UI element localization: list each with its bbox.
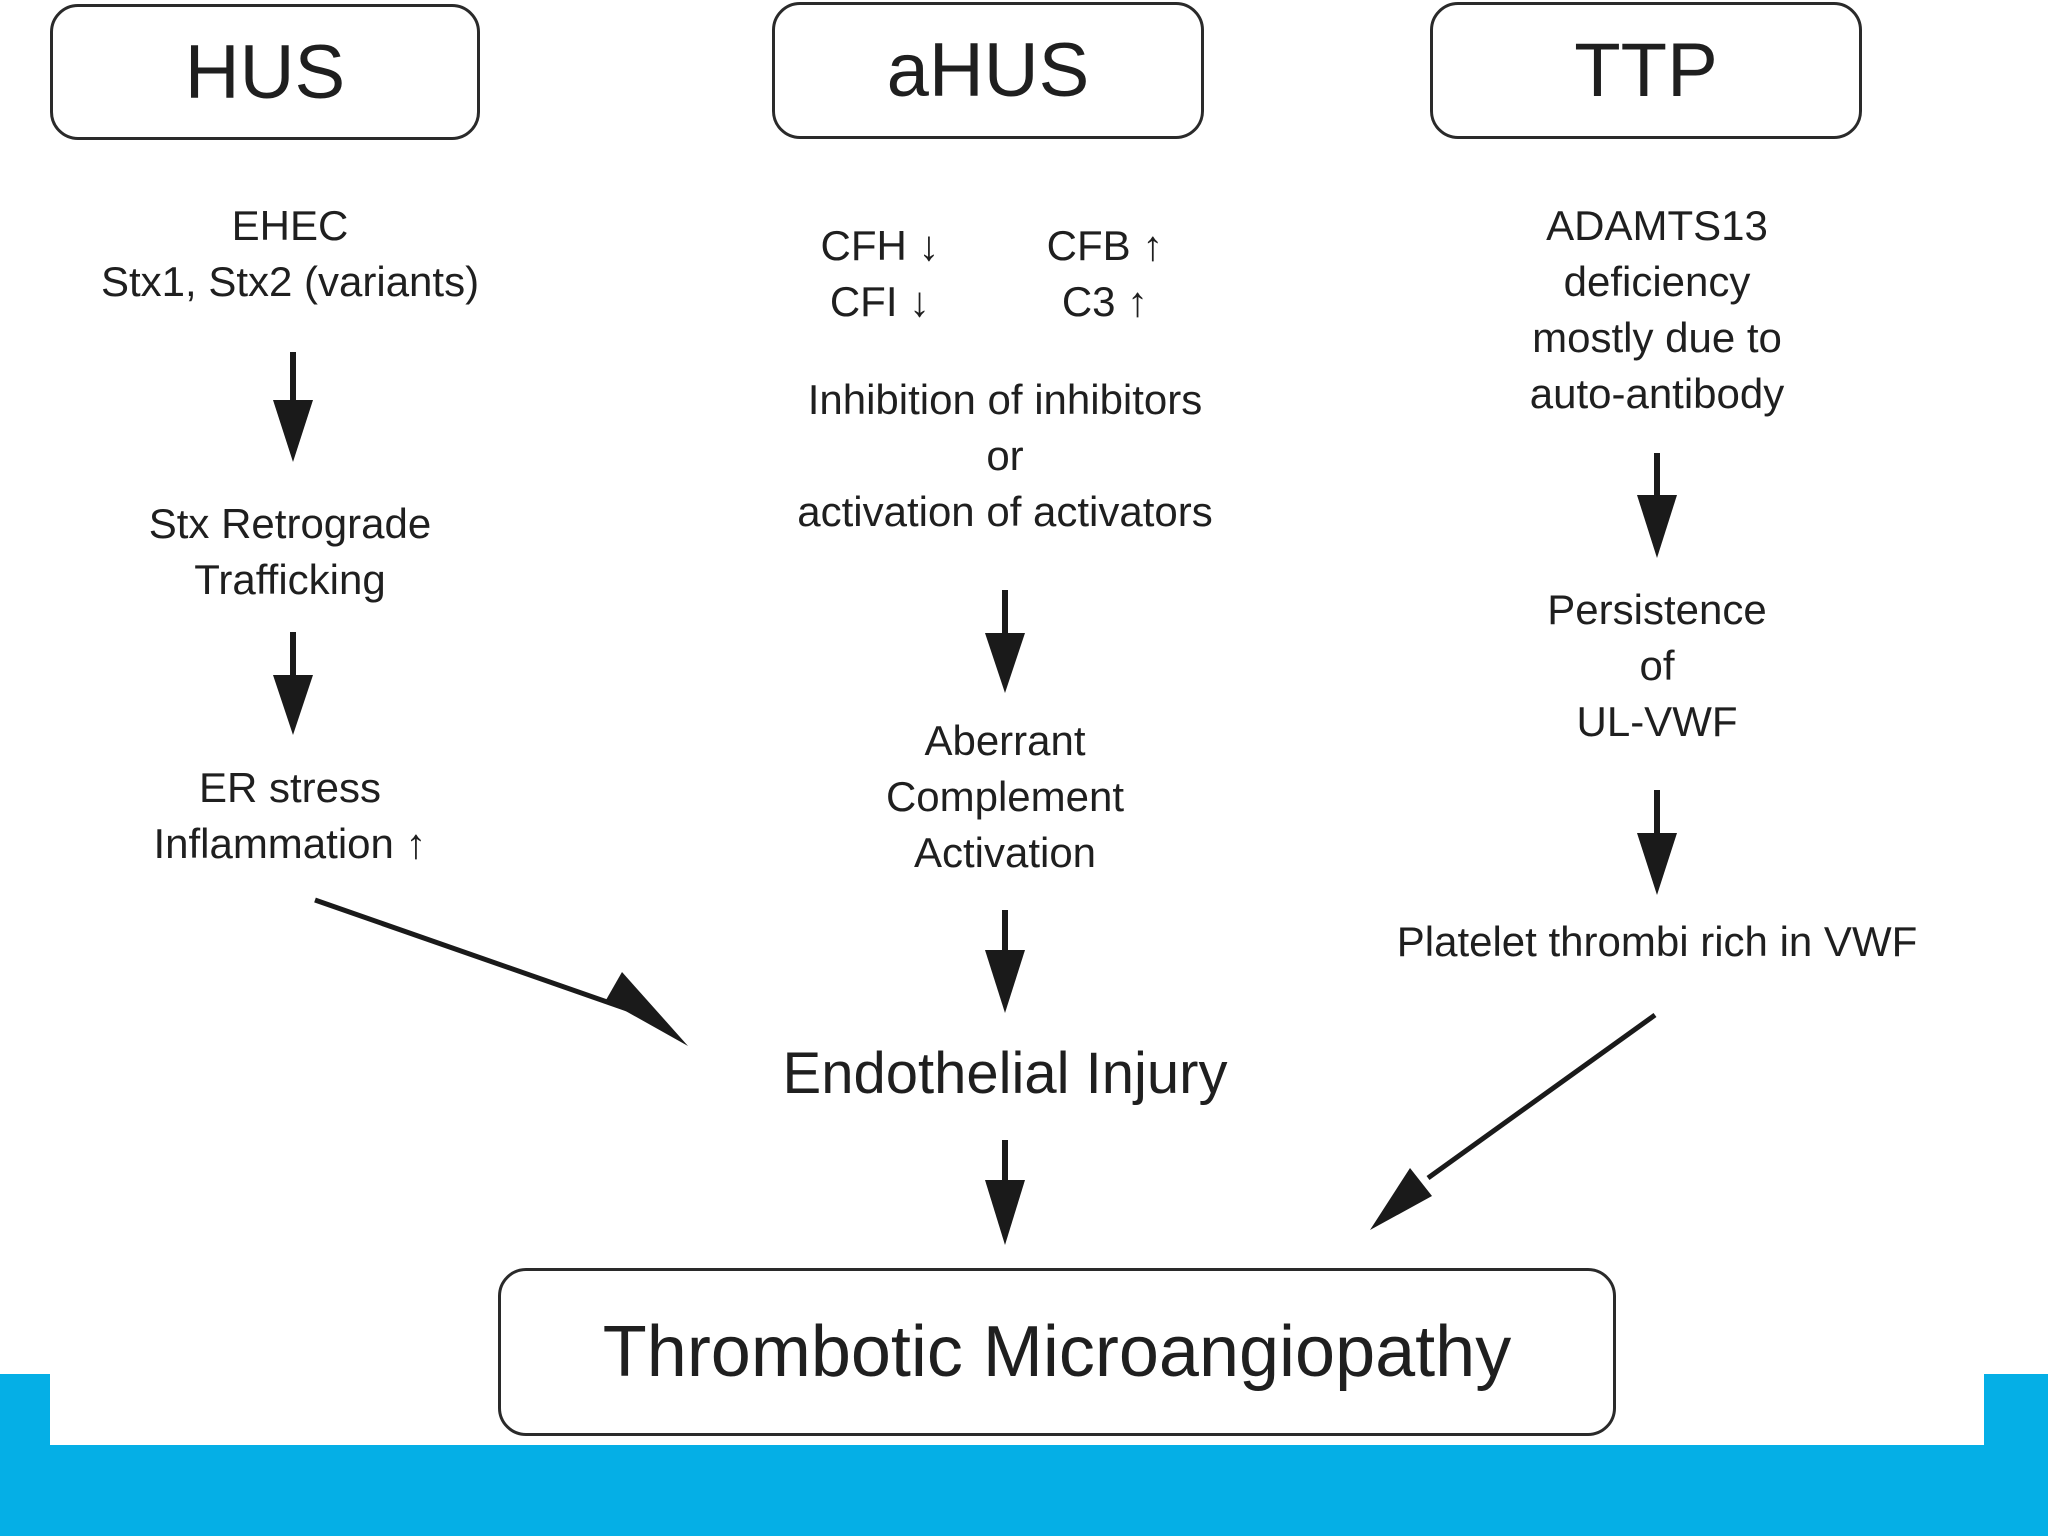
ttp-cause: ADAMTS13 deficiency mostly due to auto-a… bbox=[1407, 198, 1907, 422]
accent-band-right bbox=[1984, 1374, 2048, 1454]
arrow-hus-1 bbox=[273, 352, 313, 462]
ahus-mechanism-line-3: activation of activators bbox=[797, 488, 1213, 535]
arrow-ahus-1 bbox=[985, 590, 1025, 693]
hus-step-er-stress: ER stress Inflammation ↑ bbox=[40, 760, 540, 872]
ahus-factor-cfh: CFH ↓ bbox=[820, 222, 940, 269]
arrow-injury-to-tma bbox=[985, 1140, 1025, 1245]
thrombotic-microangiopathy-box: Thrombotic Microangiopathy bbox=[498, 1268, 1616, 1436]
ahus-step1-line-3: Activation bbox=[913, 829, 1097, 876]
ahus-mechanism-line-1: Inhibition of inhibitors bbox=[807, 376, 1203, 423]
hus-box: HUS bbox=[50, 4, 480, 140]
accent-band-left bbox=[0, 1374, 50, 1454]
arrow-ttp-1 bbox=[1637, 453, 1677, 558]
accent-band-bottom bbox=[0, 1445, 2048, 1536]
ahus-factors-right: CFB ↑ C3 ↑ bbox=[1005, 218, 1205, 330]
ttp-step1-line-1: Persistence bbox=[1547, 586, 1767, 633]
ttp-box: TTP bbox=[1430, 2, 1862, 139]
ttp-step1-line-3: UL-VWF bbox=[1576, 698, 1738, 745]
hus-cause: EHEC Stx1, Stx2 (variants) bbox=[40, 198, 540, 310]
ttp-step-persistence: Persistence of UL-VWF bbox=[1407, 582, 1907, 750]
ahus-mechanism: Inhibition of inhibitors or activation o… bbox=[705, 372, 1305, 540]
ttp-step-platelet-thrombi: Platelet thrombi rich in VWF bbox=[1396, 918, 1918, 965]
arrow-ahus-2 bbox=[985, 910, 1025, 1013]
ahus-factor-cfb: CFB ↑ bbox=[1046, 222, 1164, 269]
ahus-factor-c3: C3 ↑ bbox=[1061, 278, 1149, 325]
hus-step2-line-2: Inflammation ↑ bbox=[153, 820, 427, 867]
ahus-step1-line-1: Aberrant bbox=[924, 717, 1086, 764]
ttp-cause-line-1: ADAMTS13 bbox=[1546, 202, 1768, 249]
ahus-factors-left: CFH ↓ CFI ↓ bbox=[780, 218, 980, 330]
ttp-cause-line-4: auto-antibody bbox=[1529, 370, 1785, 417]
arrow-hus-2 bbox=[273, 632, 313, 735]
hus-step1-line-2: Trafficking bbox=[194, 556, 386, 603]
hus-step2-line-1: ER stress bbox=[198, 764, 382, 811]
hus-step1-line-1: Stx Retrograde bbox=[148, 500, 432, 547]
endothelial-injury: Endothelial Injury bbox=[782, 1041, 1228, 1106]
ttp-cause-line-2: deficiency bbox=[1563, 258, 1751, 305]
ahus-step1-line-2: Complement bbox=[885, 773, 1125, 820]
ahus-factor-cfi: CFI ↓ bbox=[829, 278, 931, 325]
ahus-box: aHUS bbox=[772, 2, 1204, 139]
hus-cause-line-1: EHEC bbox=[231, 202, 349, 249]
hus-step-trafficking: Stx Retrograde Trafficking bbox=[40, 496, 540, 608]
ttp-cause-line-3: mostly due to bbox=[1532, 314, 1782, 361]
hus-cause-line-2: Stx1, Stx2 (variants) bbox=[100, 258, 480, 305]
ahus-mechanism-line-2: or bbox=[986, 432, 1024, 479]
arrow-hus-to-injury bbox=[314, 897, 688, 1046]
ttp-step1-line-2: of bbox=[1639, 642, 1675, 689]
ahus-step-complement: Aberrant Complement Activation bbox=[755, 713, 1255, 881]
arrow-ttp-2 bbox=[1637, 790, 1677, 895]
arrow-ttp-to-tma bbox=[1370, 1012, 1657, 1230]
